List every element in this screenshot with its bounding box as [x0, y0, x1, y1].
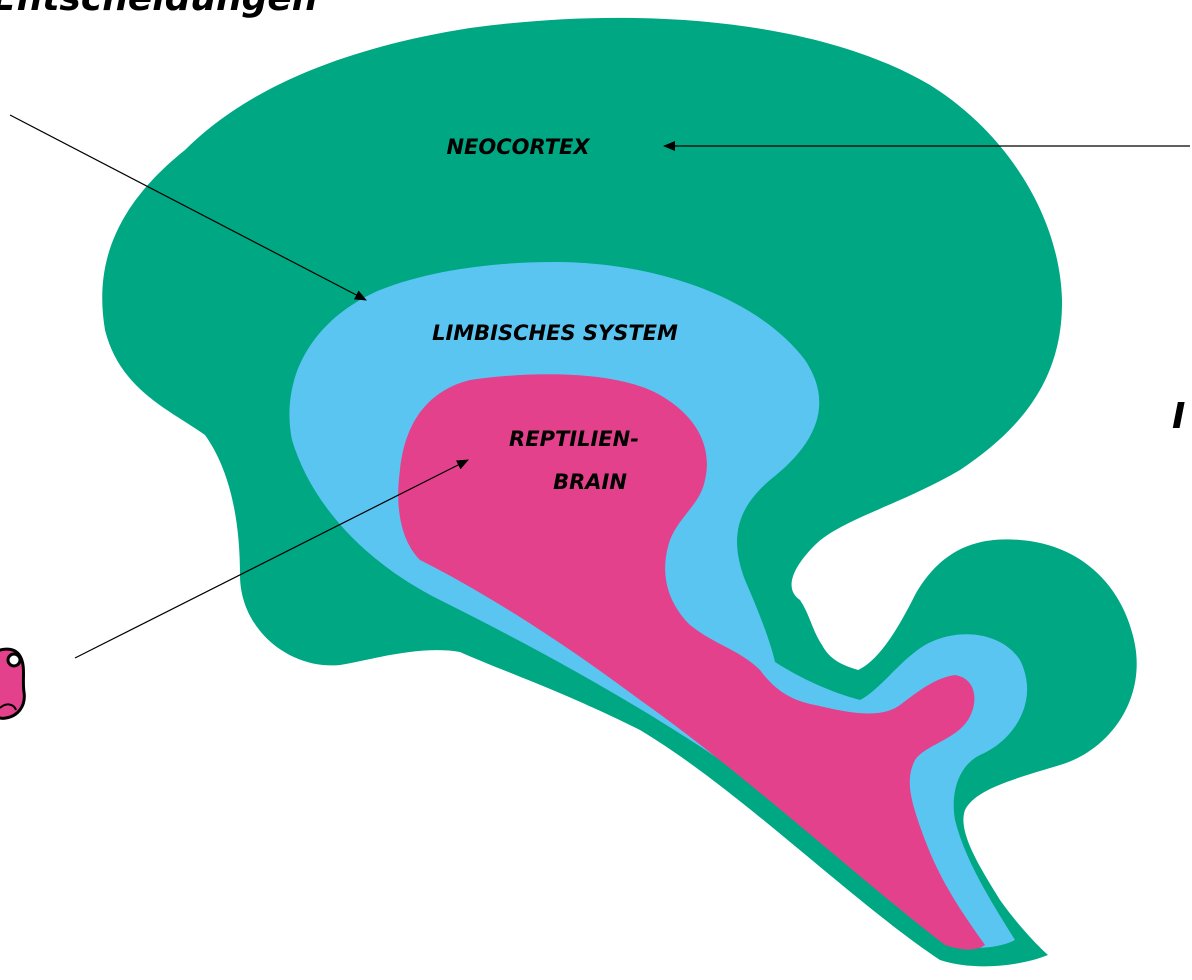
pink-figure-icon — [0, 649, 24, 718]
reptile-label-line1: REPTILIEN- — [509, 427, 639, 451]
neocortex-label: NEOCORTEX — [446, 135, 591, 159]
heading-fragment: Entscheidungen — [0, 0, 317, 19]
limbic-label: LIMBISCHES SYSTEM — [432, 321, 678, 345]
reptile-label-line2: BRAIN — [553, 470, 627, 494]
right-edge-text-fragment: I — [1172, 396, 1185, 437]
